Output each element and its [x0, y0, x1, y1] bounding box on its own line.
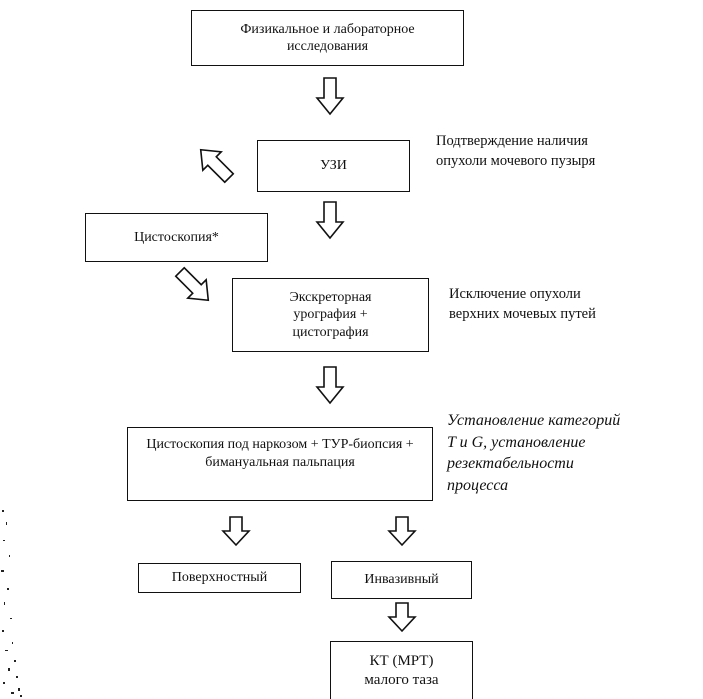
urography-label: Экскреторная урография + цистография [289, 289, 372, 340]
uzi-box: УЗИ [257, 140, 410, 192]
ct-box: КТ (МРТ) малого таза [330, 641, 473, 699]
tur-label: Цистоскопия под наркозом + ТУР-биопсия +… [146, 437, 414, 470]
uzi-label: УЗИ [320, 158, 347, 174]
invasive-label: Инвазивный [364, 572, 439, 588]
cystoscopy-box: Цистоскопия* [85, 213, 268, 262]
superficial-box: Поверхностный [138, 563, 301, 593]
arrow-invasive-to-ct [388, 602, 416, 632]
superficial-label: Поверхностный [171, 570, 268, 586]
note-exclude: Исключение опухоли верхних мочевых путей [449, 285, 634, 324]
arrow-uzi-to-urography [316, 201, 344, 239]
tur-box: Цистоскопия под наркозом + ТУР-биопсия +… [127, 427, 433, 501]
arrow-exam-to-uzi [316, 77, 344, 115]
note-confirm-text: Подтверждение наличия опухоли мочевого п… [436, 133, 596, 169]
invasive-box: Инвазивный [331, 561, 472, 599]
note-staging-text: Установление категорий T и G, установлен… [447, 412, 621, 494]
exam-box: Физикальное и лабораторное исследования [191, 10, 464, 66]
exam-label: Физикальное и лабораторное исследования [240, 21, 415, 55]
ct-label: КТ (МРТ) малого таза [364, 652, 439, 688]
cystoscopy-label: Цистоскопия* [134, 229, 219, 245]
arrow-urography-to-tur [316, 366, 344, 404]
arrow-tur-to-invasive [388, 516, 416, 546]
note-staging: Установление категорий T и G, установлен… [447, 410, 622, 496]
note-exclude-text: Исключение опухоли верхних мочевых путей [449, 286, 596, 322]
arrow-tur-to-superficial [222, 516, 250, 546]
arrow-uzi-to-cystoscopy [199, 148, 235, 184]
note-confirm: Подтверждение наличия опухоли мочевого п… [436, 132, 641, 171]
arrow-cystoscopy-to-urography [174, 266, 210, 302]
scan-noise [1, 510, 22, 697]
urography-box: Экскреторная урография + цистография [232, 278, 429, 352]
